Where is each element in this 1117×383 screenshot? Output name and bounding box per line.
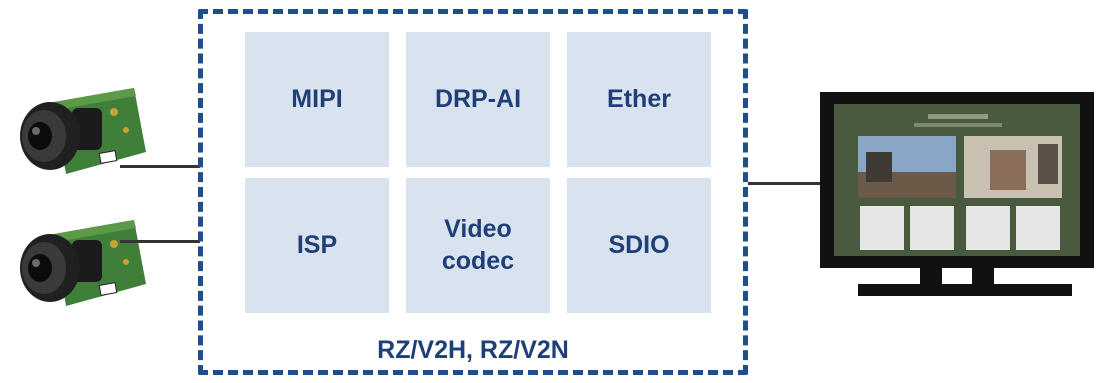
monitor-icon xyxy=(820,92,1094,296)
block-ether: Ether xyxy=(567,32,711,167)
block-label: Ether xyxy=(607,84,671,113)
soc-label: RZ/V2H, RZ/V2N xyxy=(377,336,569,364)
camera-top xyxy=(14,82,154,187)
block-label: Video codec xyxy=(441,215,515,275)
camera-icon xyxy=(20,88,146,174)
camera-top-wire xyxy=(120,165,200,168)
camera-bottom-wire xyxy=(120,240,200,243)
block-label: ISP xyxy=(296,230,338,259)
soc-frame xyxy=(198,9,748,375)
block-label: DRP-AI xyxy=(434,84,522,113)
block-isp: ISP xyxy=(245,178,389,313)
camera-icon xyxy=(20,220,146,306)
block-label: MIPI xyxy=(291,84,343,113)
block-video-codec: Video codec xyxy=(406,178,550,313)
block-sdio: SDIO xyxy=(567,178,711,313)
monitor xyxy=(818,92,1098,302)
monitor-wire xyxy=(748,182,820,185)
camera-bottom xyxy=(14,214,154,319)
block-drp-ai: DRP-AI xyxy=(406,32,550,167)
block-mipi: MIPI xyxy=(245,32,389,167)
block-label: SDIO xyxy=(608,230,670,259)
